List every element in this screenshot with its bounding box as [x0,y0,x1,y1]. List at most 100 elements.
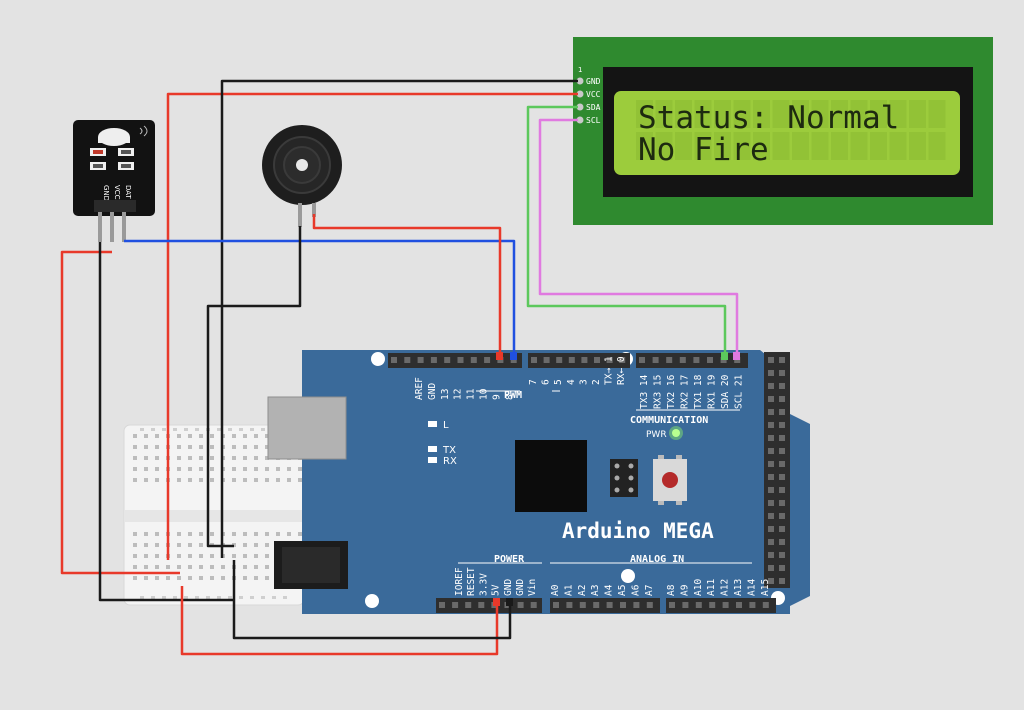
lcd-line-1: Status: Normal [638,100,899,136]
analog-pin-label: A7 [644,585,655,596]
lcd-pin-sda: SDA [586,103,601,112]
mount-hole [371,352,385,366]
lcd-pin-vcc: VCC [586,90,601,99]
analog-pin-label: A5 [617,585,628,596]
power-pin-label: 3.3V [478,573,489,596]
digital-pin-label: 8 [504,394,515,400]
comm-pin-label: TX2 16 [666,374,677,409]
wire-lcd-scl [538,118,739,358]
header-analog-left [550,598,660,613]
microcontroller-chip [515,440,587,512]
pwr-led-label: PWR [646,430,667,440]
lcd-pin-scl: SCL [586,116,601,125]
header-analog-right [666,598,776,613]
analog-pin-label: A15 [760,579,771,596]
wire-gnd [232,560,512,640]
power-pin-label: GND [515,579,526,596]
flame-pin-vcc: VCC [113,185,121,200]
wire-sensor-gnd [98,242,234,602]
power-pin-label: 5V [491,584,502,596]
led-tx-label: TX [442,445,456,456]
signal-icon [139,125,148,137]
wire-lcd-vcc [166,92,578,560]
comm-pin-label: TX3 14 [639,374,650,409]
analog-pin-label: A8 [666,584,677,596]
header-digital-right [636,353,748,368]
power-pin-label: Vin [527,579,538,596]
analog-pin-label: A9 [679,584,690,596]
digital-pin-label: 9 [491,394,502,400]
comm-pin-label: RX1 19 [707,374,718,409]
digital-pin-label: 11 [466,388,477,400]
comm-pin-label: RX2 17 [680,375,691,409]
mount-hole [621,569,635,583]
wire-sensor-dat [124,239,516,358]
analog-pin-label: A6 [630,584,641,596]
analog-pin-label: A12 [720,579,731,596]
wire-buzzer-gnd [206,226,302,548]
digital-pin-label: 2 [591,379,602,385]
board-name: Arduino MEGA [562,519,714,543]
lcd-line-2: No Fire [638,132,769,168]
analog-pin-label: A14 [746,579,757,596]
wire-sensor-vcc [60,250,180,575]
usb-b-port [267,396,347,460]
digital-pin-label: 13 [440,389,451,400]
wire-lcd-gnd [220,79,578,558]
icsp-header [610,459,638,497]
led-rx-label: RX [443,456,457,467]
digital-pin-label: 7 [528,379,539,385]
analog-pin-label: A3 [590,585,601,596]
mount-hole [365,594,379,608]
analog-pin-label: A1 [563,584,574,596]
led-l [428,421,437,427]
analog-pin-label: A0 [550,584,561,596]
led-rx [428,457,437,463]
header-digital-double [764,352,790,588]
digital-pin-label: RX← 0 [616,356,627,385]
flame-sensor: GND VCC DAT [73,120,155,242]
buzzer [262,125,342,227]
flame-pin-dat: DAT [124,185,132,200]
wire-5v [180,586,499,656]
led-tx [428,446,437,452]
lcd-pin-marker: 1 [578,66,582,74]
digital-pin-label: 3 [578,379,589,385]
pwm-label: PWM [504,390,522,401]
digital-pin-label: 10 [479,388,490,400]
analog-pin-label: A11 [706,579,717,596]
digital-pin-label: 6 [541,379,552,385]
digital-pin-label: GND [427,383,438,400]
flame-pin-gnd: GND [102,185,110,201]
communication-label: COMMUNICATION [630,415,708,426]
comm-pin-label: SDA 20 [720,374,731,409]
lcd-module: Status: Normal No Fire 1 GND VCC SDA SCL [573,37,993,225]
digital-pin-label: AREF [414,377,425,400]
analog-pin-label: A4 [604,584,615,596]
header-digital-left [388,353,522,368]
digital-pin-label: 4 [566,379,577,385]
wire-buzzer-signal [312,214,502,358]
comm-pin-label: TX1 18 [693,374,704,409]
power-pin-label: GND [503,579,514,596]
pwr-led [672,429,680,437]
lcd-pin-gnd: GND [586,77,601,86]
analog-pin-label: A10 [693,579,704,596]
wire-endpoints [493,352,740,606]
digital-pin-label: TX→ 1 [604,356,615,385]
digital-pin-label: 12 [453,389,464,400]
power-pin-label: IOREF [454,567,465,596]
power-label: POWER [494,554,525,565]
wire-lcd-sda [526,105,727,358]
header-power [436,598,542,613]
power-pin-label: RESET [466,567,477,596]
analog-pin-label: A2 [577,585,588,596]
lcd-pin-header: GND VCC SDA SCL [576,77,601,125]
wires [60,79,739,656]
header-digital-mid [528,353,630,368]
analog-pin-label: A13 [733,579,744,596]
analog-in-label: ANALOG IN [630,554,684,565]
led-l-label: L [443,420,449,431]
digital-pin-label: 5 [553,379,564,385]
